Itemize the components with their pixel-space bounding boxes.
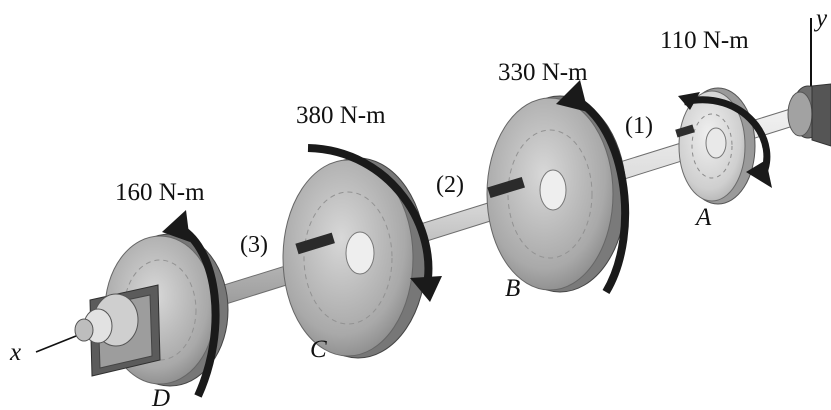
segment-label-2: (2) [436, 172, 464, 198]
x-axis-label: x [9, 339, 21, 366]
torque-label-B: 330 N-m [498, 59, 588, 86]
torque-label-D: 160 N-m [115, 179, 205, 206]
torque-arrow-D [162, 210, 220, 398]
segment-label-3: (3) [240, 232, 268, 258]
point-label-D: D [151, 385, 170, 410]
point-label-B: B [505, 275, 520, 302]
fixed-support-A [787, 83, 831, 147]
segment-label-1: (1) [625, 113, 653, 139]
torque-arrow-B [556, 80, 630, 295]
bearing-support-D [74, 284, 161, 377]
point-label-A: A [694, 204, 712, 231]
y-axis-label: y [813, 5, 828, 32]
gear-A [675, 87, 756, 205]
gear-C [282, 157, 427, 359]
torque-arrow-C [307, 144, 442, 302]
gear-B [486, 95, 627, 293]
torque-arrow-A [678, 92, 772, 188]
point-label-C: C [310, 336, 327, 363]
torque-label-C: 380 N-m [296, 102, 386, 129]
torque-label-A: 110 N-m [660, 27, 749, 54]
